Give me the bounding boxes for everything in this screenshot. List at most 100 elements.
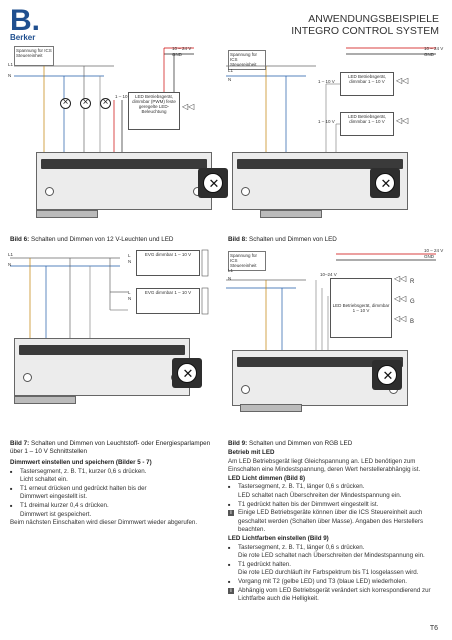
diagram-8-n: N (228, 77, 232, 82)
diagram-6-supply-label: Spannung für ICS Steuereinheit (14, 46, 54, 66)
diagram-7-l1: L1 (8, 252, 14, 257)
screw-icon (241, 385, 250, 394)
diagram-8-led-box-1: LED Betriebsgerät, dimmbar 1 – 10 V (340, 72, 394, 96)
caption-bild-7-text: Schalten und Dimmen von Leuchtstoff- ode… (10, 440, 211, 455)
diagram-9-l1: L1 (228, 268, 234, 273)
diagram-9-led-box: LED Betriebsgerät, dimmbar 1 – 10 V (330, 278, 392, 338)
page-number: T6 (429, 625, 438, 632)
diagram-6-led-box: LED Betriebsgerät, dimmbar (PWM) feste g… (128, 92, 180, 130)
left-bullet-3-result: Dimmwert ist gespeichert. (20, 510, 92, 518)
diagram-8-wiring (226, 47, 436, 164)
led-icon: ◁◁ (394, 314, 407, 323)
connector-block (14, 396, 76, 404)
left-footer-text: Beim nächsten Einschalten wird dieser Di… (10, 519, 198, 527)
terminal-strip (19, 345, 185, 355)
diagram-8-led-box-2: LED Betriebsgerät, dimmbar 1 – 10 V (340, 112, 394, 136)
caption-bild-8-text: Schalten und Dimmen von LED (249, 236, 337, 243)
page-title-line1: ANWENDUNGSBEISPIELE (308, 13, 439, 25)
right-bullet-4: T1 gedrückt halten. (228, 561, 442, 570)
left-bullet-2: T1 erneut drücken und gedrückt halten bi… (10, 485, 222, 494)
right-bullet-5: Vorgang mit T2 (gelbe LED) und T3 (blaue… (228, 578, 442, 587)
right-bullet-1: Tastersegment, z. B. T1, länger 0,6 s dr… (228, 483, 442, 492)
fluorescent-lamp-icons (201, 249, 209, 315)
diagram-8-l1: L1 (228, 68, 234, 73)
connector-block (36, 210, 98, 218)
diagram-7-n: N (8, 262, 12, 267)
left-bullet-3: T1 dreimal kurzer 0,4 s drücken. (10, 502, 222, 511)
diagram-6-vdc: 10 – 24 V (172, 46, 192, 51)
right-info-2: Abhängig vom LED Betriebsgerät verändert… (228, 587, 442, 604)
caption-bild-8: Bild 8: Schalten und Dimmen von LED (228, 236, 438, 243)
led-icon: ◁◁ (396, 76, 409, 85)
led-icon: ◁◁ (394, 274, 407, 283)
right-heading-1: Betrieb mit LED (228, 449, 275, 456)
screw-icon (45, 187, 54, 196)
caption-bild-9: Bild 9: Schalten und Dimmen von RGB LED (228, 440, 438, 447)
cross-icon: ✕ (182, 367, 194, 382)
caption-bild-6: Bild 6: Schalten und Dimmen von 12 V-Leu… (10, 236, 220, 243)
cross-icon: ✕ (382, 369, 394, 384)
diagram-9-vdc: 10 – 24 V (424, 248, 444, 253)
left-bullet-1-result: Licht schaltet ein. (20, 476, 68, 484)
sensor-ring: ✕ (375, 173, 395, 193)
diagram-9-supply-label: Spannung für ICS Steuereinheit (228, 251, 266, 271)
diagram-9-gnd: GND (424, 254, 434, 259)
left-bullet-1: Tastersegment, z. B. T1, kurzer 0,6 s dr… (10, 468, 222, 477)
right-paragraph-1: Am LED Betriebsgerät liegt Gleichspannun… (228, 457, 421, 474)
sensor-ring: ✕ (377, 365, 397, 385)
sensor-ring: ✕ (203, 173, 223, 193)
led-icon: ◁◁ (396, 116, 409, 125)
diagram-7-evg-box-2: EVG dimmbar 1 – 10 V (136, 288, 200, 314)
diagram-8-vdc: 10 – 24 V (424, 46, 444, 51)
page-title-line2: INTEGRO CONTROL SYSTEM (291, 25, 439, 37)
right-text-block: Betrieb mit LED Am LED Betriebsgerät lie… (228, 449, 442, 604)
caption-bild-6-text: Schalten und Dimmen von 12 V-Leuchten un… (31, 236, 174, 243)
caption-bild-7: Bild 7: Schalten und Dimmen von Leuchtst… (10, 440, 222, 456)
diagram-6-n: N (8, 73, 12, 78)
terminal-strip (237, 357, 403, 367)
screw-icon (23, 373, 32, 382)
led-icon: ◁◁ (182, 102, 195, 111)
diagram-8-gnd: GND (424, 52, 434, 57)
diagram-9-channel: 10–24 V (320, 272, 337, 277)
sensor-module: ✕ (372, 360, 402, 390)
sensor-ring: ✕ (177, 363, 197, 383)
caption-bild-7-label: Bild 7: (10, 440, 30, 447)
diagram-6-l1: L1 (8, 62, 14, 67)
diagram-7-evg-box-1: EVG dimmbar 1 – 10 V (136, 250, 200, 276)
diagram-7-n-term-1: N (128, 259, 132, 264)
cross-icon: ✕ (380, 177, 392, 192)
left-text-block: Dimmwert einstellen und speichern (Bilde… (10, 459, 222, 528)
berker-logo-mark: B. (10, 4, 40, 37)
diagram-6-channel: 1 – 10 V (115, 94, 132, 99)
diagram-7-l-term-1: L (128, 253, 131, 258)
caption-bild-6-label: Bild 6: (10, 236, 30, 243)
cross-icon: ✕ (208, 177, 220, 192)
ics-control-unit (14, 338, 190, 396)
sensor-module: ✕ (172, 358, 202, 388)
right-bullet-3: Tastersegment, z. B. T1, länger 0,6 s dr… (228, 544, 442, 553)
right-info-1: Einige LED Betriebsgeräte können über di… (228, 509, 442, 535)
caption-bild-9-label: Bild 9: (228, 440, 248, 447)
left-bullet-2-cont: Dimmwert eingestellt ist. (20, 493, 88, 501)
right-bullet-2: T1 gedrückt halten bis der Dimmwert eing… (228, 501, 442, 510)
right-bullet-4-result: Die rote LED durchläuft ihr Farbspektrum… (238, 569, 419, 577)
sensor-module: ✕ (370, 168, 400, 198)
right-bullet-1-result: LED schaltet nach Überschreiten der Mind… (238, 491, 402, 499)
screw-icon (241, 187, 250, 196)
page-title: ANWENDUNGSBEISPIELE INTEGRO CONTROL SYST… (291, 13, 439, 37)
lamp-icon (80, 96, 91, 110)
ics-control-unit (36, 152, 212, 210)
terminal-strip (41, 159, 207, 169)
caption-bild-8-label: Bild 8: (228, 236, 248, 243)
diagram-7-n-term-2: N (128, 296, 132, 301)
right-heading-3: LED Lichtfarben einstellen (Bild 9) (228, 534, 329, 542)
diagram-8-supply-label: Spannung für ICS Steuereinheit (228, 50, 266, 70)
diagram-6-gnd: GND (172, 52, 182, 57)
diagram-8-ch2: 1 – 10 V (318, 119, 335, 124)
lamp-icon (60, 96, 71, 110)
diagram-9-n: N (228, 276, 232, 281)
caption-bild-9-text: Schalten und Dimmen von RGB LED (249, 440, 353, 447)
connector-block (240, 404, 302, 412)
connector-block (260, 210, 322, 218)
